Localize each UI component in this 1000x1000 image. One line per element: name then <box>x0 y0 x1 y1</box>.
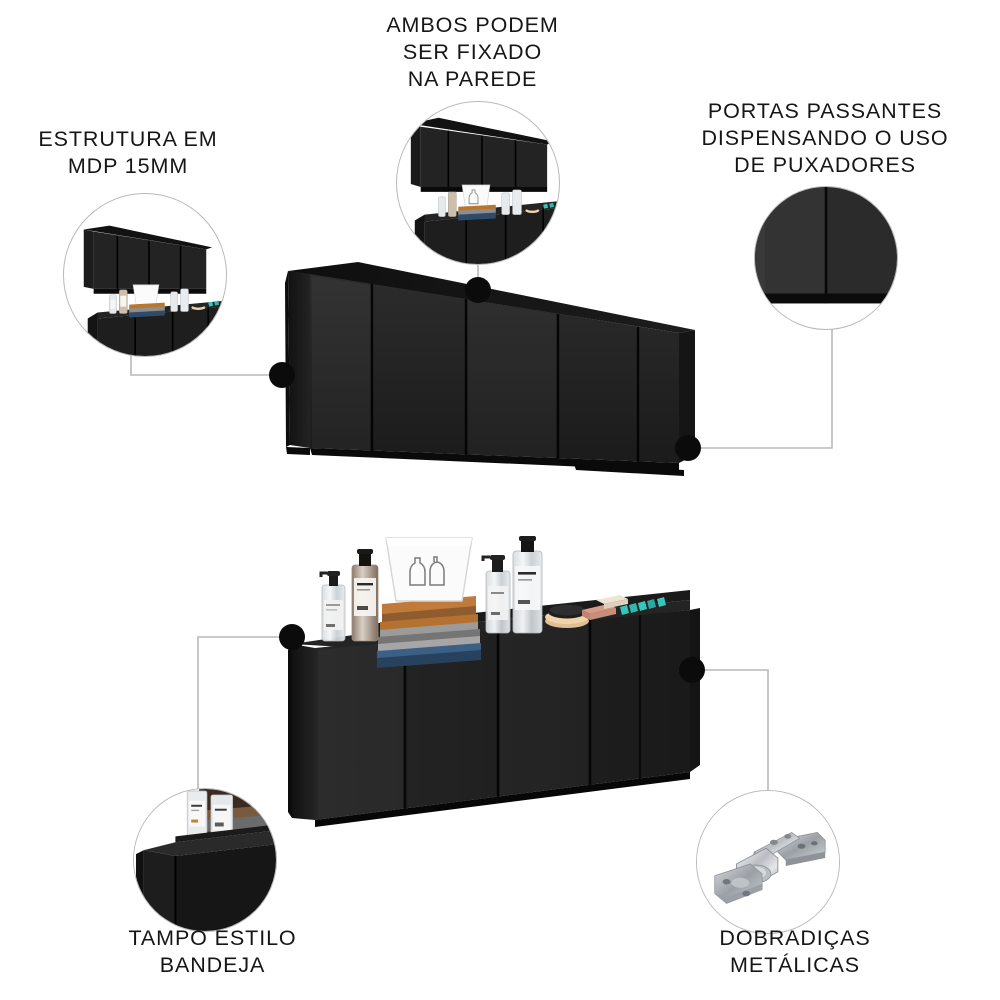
connector-dot-estrutura <box>269 362 295 388</box>
bottle-tall-clear <box>512 536 543 634</box>
callout-label-portas-passantes: PORTAS PASSANTES DISPENSANDO O USO DE PU… <box>701 99 949 177</box>
callout-bubble-estrutura <box>63 193 227 357</box>
wall-cabinet <box>285 262 695 476</box>
callout-bubble-ambos-parede <box>396 101 560 265</box>
connector-dobradicas <box>692 669 769 792</box>
callout-bubble-dobradicas <box>696 790 840 934</box>
callout-label-ambos-parede: AMBOS PODEM SER FIXADO NA PAREDE <box>386 13 559 91</box>
metal-hinge-icon <box>714 831 826 904</box>
callout-label-dobradicas: DOBRADIÇAS METÁLICAS <box>719 926 871 977</box>
callout-bubble-tampo-bandeja <box>133 788 277 932</box>
soap-bars <box>582 595 628 620</box>
connector-dot-tampo <box>279 624 305 650</box>
wood-brush <box>545 604 589 628</box>
bottle-spray <box>481 555 511 634</box>
connector-lines <box>130 260 833 792</box>
styling-props <box>319 536 666 668</box>
callout-label-estrutura: ESTRUTURA EM MDP 15MM <box>38 127 218 178</box>
white-bin <box>385 537 473 602</box>
connector-portas <box>688 328 833 449</box>
connector-dot-dobradicas <box>679 657 705 683</box>
towel-stack <box>377 596 481 668</box>
bottle-pump-dark <box>319 571 346 642</box>
callout-label-tampo-bandeja: TAMPO ESTILO BANDEJA <box>128 926 297 977</box>
bottle-amber <box>351 549 379 642</box>
connector-dot-portas <box>675 435 701 461</box>
connector-dot-ambos <box>465 277 491 303</box>
clothes-pegs <box>620 597 666 615</box>
connector-tampo <box>197 636 292 790</box>
connector-estrutura <box>130 355 282 376</box>
callout-bubble-portas-passantes <box>754 186 898 330</box>
